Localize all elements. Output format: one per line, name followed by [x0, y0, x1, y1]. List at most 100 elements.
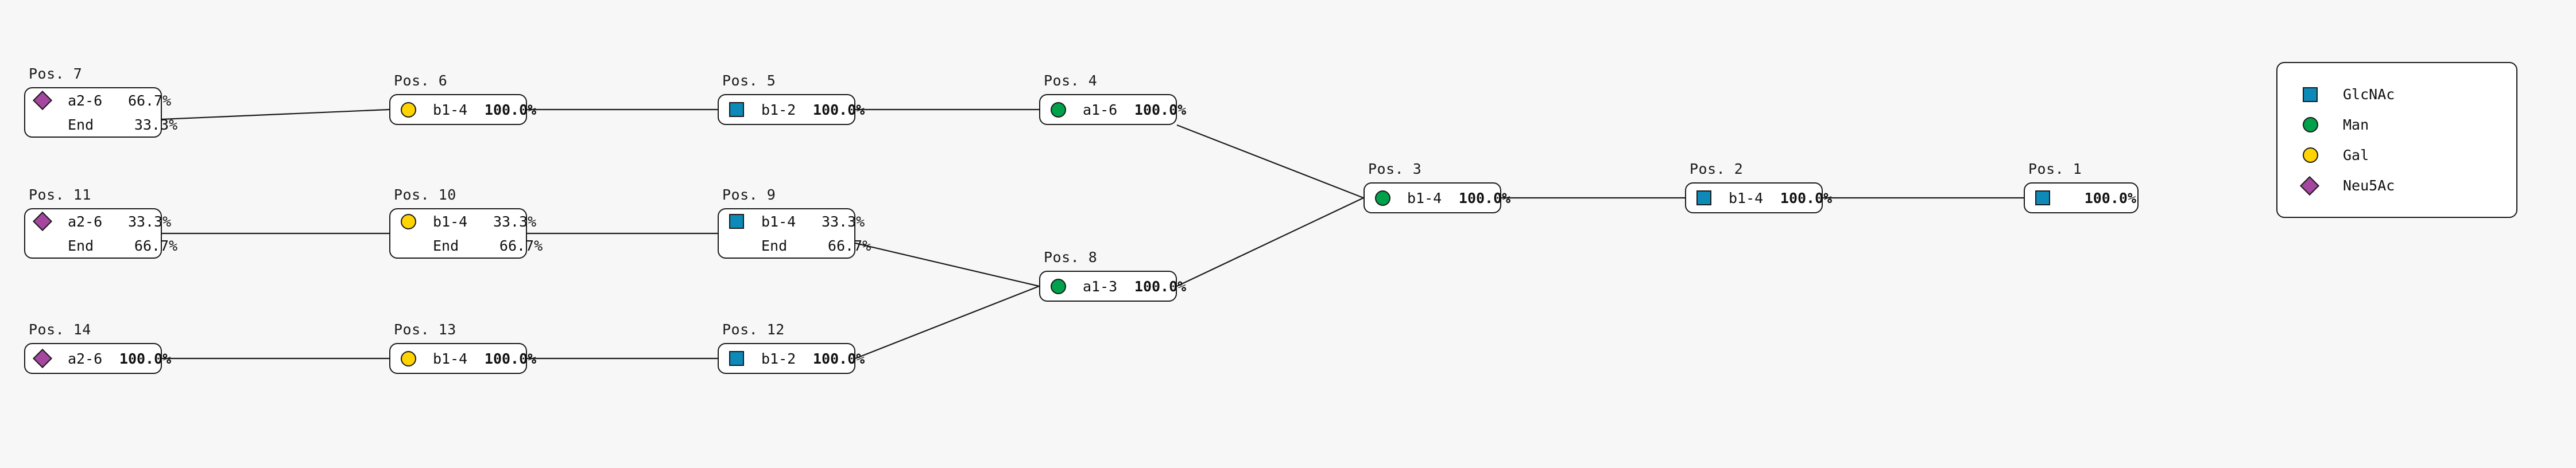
node-pos6[interactable]: Pos. 6 b1-4 100.0%	[389, 72, 536, 125]
linkage-label: End	[68, 237, 94, 254]
node-row: b1-4 100.0%	[1365, 185, 1510, 210]
node-pos4[interactable]: Pos. 4 a1-6 100.0%	[1039, 72, 1186, 125]
glcnac-square-icon	[729, 214, 744, 229]
legend-item-gal: Gal	[2277, 140, 2516, 170]
percentage-value: 100.0%	[1134, 101, 1187, 118]
edge-pos7-to-pos6	[161, 108, 390, 120]
linkage-label: b1-4	[1407, 189, 1442, 206]
glyph-cell	[729, 102, 761, 117]
percentage-value: 100.0%	[484, 101, 537, 118]
node-pos10[interactable]: Pos. 10 b1-4 33.3% End 66.7%	[389, 186, 543, 259]
node-pos13[interactable]: Pos. 13 b1-4 100.0%	[389, 321, 536, 374]
legend-item-label: Neu5Ac	[2343, 177, 2395, 194]
node-pos5[interactable]: Pos. 5 b1-2 100.0%	[718, 72, 865, 125]
glyph-cell	[2035, 190, 2067, 205]
linkage-label: b1-4	[433, 101, 468, 118]
percentage-value: 33.3%	[127, 213, 172, 230]
linkage-label: End	[433, 237, 459, 254]
gal-circle-icon	[401, 102, 416, 118]
node-row: b1-4 100.0%	[390, 346, 536, 371]
legend-glyph-cell	[2300, 176, 2343, 196]
legend-item-label: Gal	[2343, 147, 2369, 163]
legend-item-neu5ac: Neu5Ac	[2277, 170, 2516, 201]
glyph-cell	[401, 213, 433, 229]
glcnac-square-icon	[2303, 87, 2318, 102]
glyph-cell	[401, 102, 433, 118]
percentage-value: 66.7%	[499, 237, 543, 254]
node-row: 100.0%	[2025, 185, 2137, 210]
glcnac-square-icon	[1696, 190, 1711, 205]
node-row: b1-4 100.0%	[1686, 185, 1832, 210]
gal-circle-icon	[401, 350, 416, 366]
node-label-pos6: Pos. 6	[394, 72, 448, 89]
linkage-label: b1-2	[761, 101, 796, 118]
neu5ac-diamond-icon	[33, 91, 52, 110]
linkage-label: a2-6	[68, 213, 103, 230]
linkage-label: b1-4	[761, 213, 796, 230]
linkage-label: b1-4	[433, 213, 468, 230]
edge-pos12-to-pos8	[855, 285, 1040, 360]
glcnac-square-icon	[2035, 190, 2050, 205]
node-row: End 66.7%	[390, 233, 543, 258]
glyph-cell	[1696, 190, 1729, 205]
edge-pos4-to-pos3	[1176, 124, 1364, 199]
glyph-cell	[33, 349, 68, 368]
glyph-cell	[1051, 102, 1083, 118]
glyph-cell	[729, 351, 761, 366]
gal-circle-icon	[401, 213, 416, 229]
percentage-value: 100.0%	[812, 350, 865, 367]
node-label-pos5: Pos. 5	[722, 72, 776, 89]
percentage-value: 100.0%	[812, 101, 865, 118]
percentage-value: 100.0%	[1458, 189, 1511, 206]
node-label-pos10: Pos. 10	[394, 186, 456, 203]
glyph-cell	[1051, 278, 1083, 294]
legend-item-glcnac: GlcNAc	[2277, 79, 2516, 110]
percentage-value: 100.0%	[484, 350, 537, 367]
node-row: b1-4 33.3%	[390, 209, 536, 233]
neu5ac-diamond-icon	[33, 212, 52, 231]
linkage-label: b1-4	[1729, 189, 1764, 206]
linkage-label: a1-6	[1083, 101, 1118, 118]
linkage-label: a2-6	[68, 92, 103, 109]
node-pos2[interactable]: Pos. 2 b1-4 100.0%	[1685, 161, 1832, 213]
percentage-value: 33.3%	[493, 213, 537, 230]
node-pos8[interactable]: Pos. 8 a1-3 100.0%	[1039, 249, 1186, 302]
node-label-pos2: Pos. 2	[1690, 161, 1744, 177]
glyph-cell	[401, 350, 433, 366]
percentage-value: 66.7%	[134, 237, 178, 254]
percentage-value: 33.3%	[821, 213, 865, 230]
edge-pos8-to-pos3	[1176, 197, 1364, 287]
legend-item-label: GlcNAc	[2343, 86, 2395, 103]
linkage-label: b1-4	[433, 350, 468, 367]
linkage-label: End	[68, 116, 94, 133]
legend-glyph-cell	[2303, 147, 2343, 163]
glyph-cell	[33, 91, 68, 110]
linkage-label: a1-3	[1083, 278, 1118, 295]
percentage-value: 100.0%	[1134, 278, 1187, 295]
legend-item-man: Man	[2277, 110, 2516, 140]
percentage-value: 100.0%	[1780, 189, 1833, 206]
gal-circle-icon	[2303, 147, 2318, 163]
legend-item-label: Man	[2343, 116, 2369, 133]
percentage-value: 100.0%	[2084, 189, 2136, 206]
node-label-pos8: Pos. 8	[1044, 249, 1098, 266]
percentage-value: 100.0%	[119, 350, 172, 367]
glcnac-square-icon	[729, 351, 744, 366]
node-label-pos13: Pos. 13	[394, 321, 456, 338]
glyph-cell	[1375, 190, 1407, 206]
glyph-cell	[729, 214, 761, 229]
node-row: a1-3 100.0%	[1040, 274, 1186, 299]
node-label-pos4: Pos. 4	[1044, 72, 1098, 89]
